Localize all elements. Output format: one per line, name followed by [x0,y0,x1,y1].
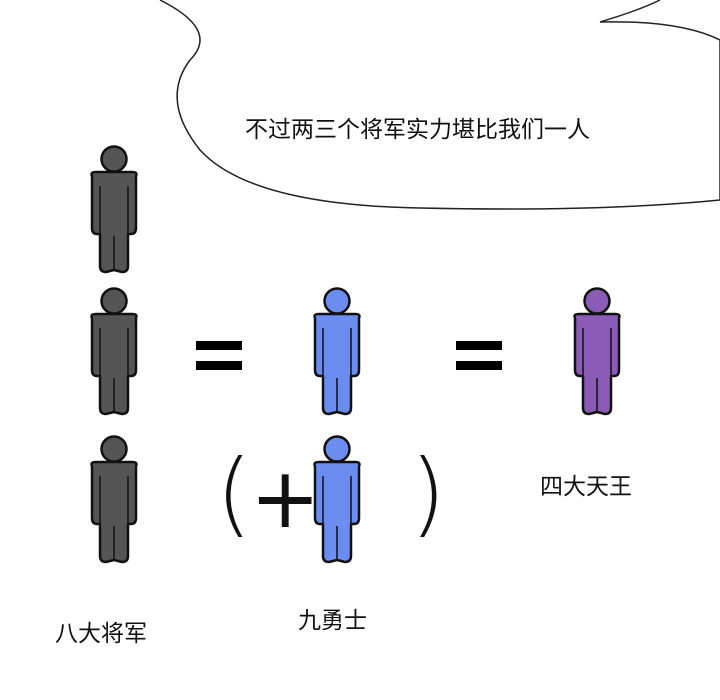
speech-text: 不过两三个将军实力堪比我们一人 [245,117,590,143]
general-figure-1 [90,145,138,274]
warrior-figure-1 [313,287,361,416]
equals-sign-1 [196,341,242,370]
group-label-kings: 四大天王 [540,474,632,500]
plus-sign: + [250,449,321,547]
king-figure [573,287,621,416]
warrior-figure-2 [313,435,361,564]
general-figure-3 [90,435,138,564]
group-label-generals: 八大将军 [55,621,147,647]
general-figure-2 [90,287,138,416]
equals-sign-2 [456,341,502,370]
open-paren: ( [216,440,252,547]
close-paren: ) [410,440,446,547]
group-label-warriors: 九勇士 [298,608,367,634]
speech-bubble [159,0,720,210]
